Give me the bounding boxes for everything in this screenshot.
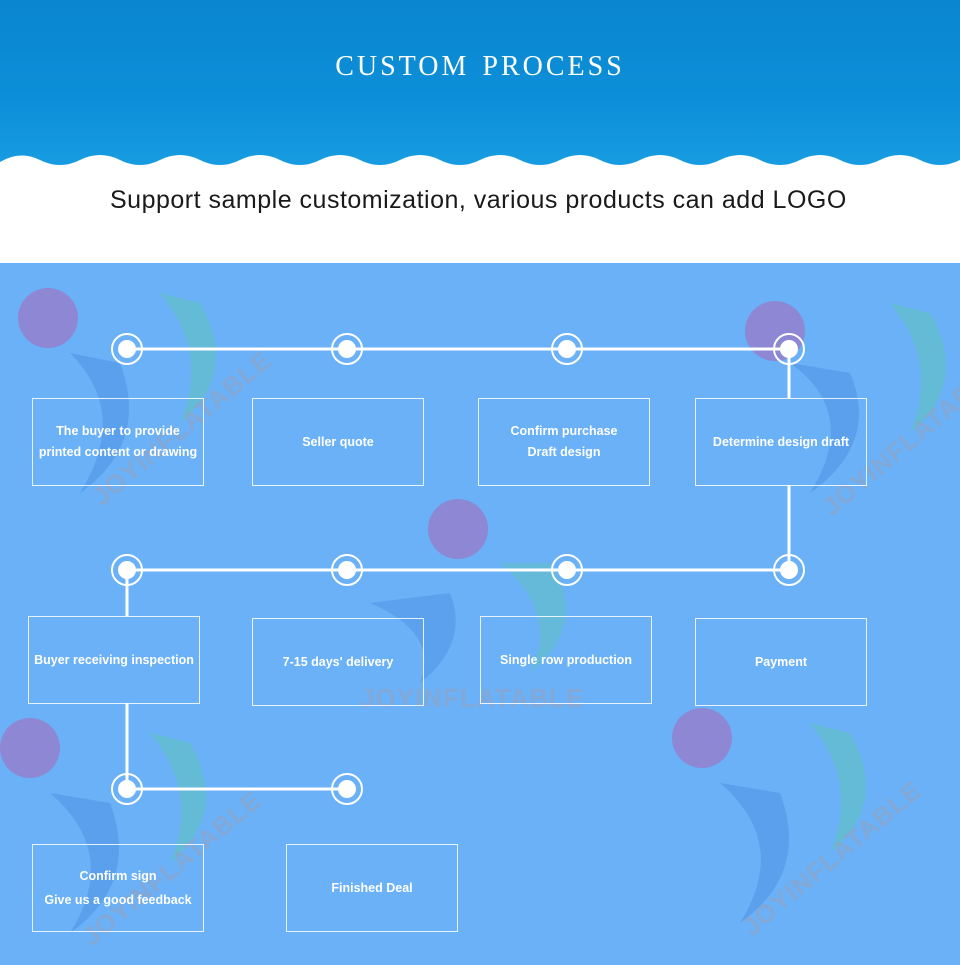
flow-node [551, 333, 583, 365]
step-buyer-provide-content: The buyer to provide printed content or … [32, 398, 204, 486]
flow-node [331, 773, 363, 805]
step-finished-deal: Finished Deal [286, 844, 458, 932]
process-panel: JOYINFLATABLE JOYINFLATABLE JOYINFLATABL… [0, 263, 960, 965]
flow-connectors [125, 347, 791, 791]
step-confirm-purchase: Confirm purchase Draft design [478, 398, 650, 486]
subtitle: Support sample customization, various pr… [110, 186, 847, 214]
step-determine-design: Determine design draft [695, 398, 867, 486]
flow-node [773, 554, 805, 586]
step-seller-quote: Seller quote [252, 398, 424, 486]
flow-node [111, 554, 143, 586]
step-confirm-sign: Confirm sign Give us a good feedback [32, 844, 204, 932]
step-production: Single row production [480, 616, 652, 704]
flow-node [773, 333, 805, 365]
header-banner: CUSTOM PROCESS [0, 0, 960, 180]
flow-node [331, 333, 363, 365]
wave-divider [0, 155, 960, 180]
step-delivery: 7-15 days' delivery [252, 618, 424, 706]
page-title: CUSTOM PROCESS [335, 39, 625, 84]
flow-node [111, 773, 143, 805]
flow-node [551, 554, 583, 586]
flow-node [331, 554, 363, 586]
flow-node [111, 333, 143, 365]
step-buyer-receiving-inspection: Buyer receiving inspection [28, 616, 200, 704]
watermark-text-3: JOYINFLATABLE [360, 683, 585, 713]
step-payment: Payment [695, 618, 867, 706]
